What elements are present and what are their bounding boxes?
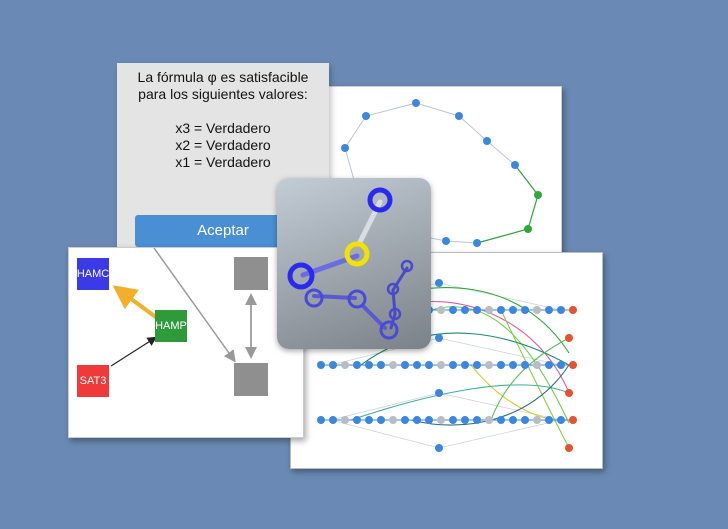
- assignment-x2: x2 = Verdadero: [175, 137, 271, 153]
- sat-graph-node: [317, 416, 325, 424]
- dialog-message-line: para los siguientes valores:: [138, 86, 308, 102]
- sat-graph-node: [365, 416, 373, 424]
- sat-graph-node: [521, 416, 529, 424]
- sat-graph-node: [341, 361, 349, 369]
- node-hamc-label: HAMC: [76, 268, 110, 280]
- sat-graph-node: [569, 306, 577, 314]
- node-hamc[interactable]: HAMC: [77, 258, 109, 290]
- node-sat3-label: SAT3: [79, 375, 107, 387]
- sat-graph-node: [435, 389, 443, 397]
- sat-graph-node: [437, 361, 445, 369]
- arrow-grey-diagonal: [153, 248, 236, 363]
- sat-graph-node: [353, 361, 361, 369]
- assignment-x1: x1 = Verdadero: [175, 154, 271, 170]
- sat-graph-node: [509, 416, 517, 424]
- reduction-arrows: [110, 248, 257, 367]
- graph-node: [341, 144, 349, 152]
- sat-graph-node: [565, 444, 573, 452]
- reduction-diagram-window: HAMC HAMP SAT3: [68, 247, 304, 438]
- sat-graph-node: [545, 361, 553, 369]
- sat-graph-node: [545, 306, 553, 314]
- cycle-graph-path-green: [476, 164, 539, 244]
- sat-graph-node: [485, 361, 493, 369]
- graph-node: [473, 239, 481, 247]
- node-hamp[interactable]: HAMP: [155, 310, 187, 342]
- sat-graph-node: [449, 361, 457, 369]
- sat-graph-node: [329, 361, 337, 369]
- sat-graph-node: [569, 361, 577, 369]
- sat-graph-node: [435, 444, 443, 452]
- grey-node-bottom: [234, 363, 268, 396]
- graph-node-green: [534, 191, 542, 199]
- sat-graph-node: [557, 306, 565, 314]
- assignment-list: x3 = Verdadero x2 = Verdadero x1 = Verda…: [117, 120, 329, 171]
- graph-node-green: [524, 225, 532, 233]
- graph-node: [455, 112, 463, 120]
- sat-graph-node: [521, 306, 529, 314]
- sat-graph-node: [401, 416, 409, 424]
- sat-graph-node: [557, 361, 565, 369]
- sat-graph-node: [533, 416, 541, 424]
- sat-graph-node: [509, 306, 517, 314]
- sat-graph-node: [413, 361, 421, 369]
- sat-graph-node: [449, 306, 457, 314]
- sat-graph-node: [557, 416, 565, 424]
- sat-graph-node: [473, 416, 481, 424]
- graph-node: [362, 112, 370, 120]
- sat-graph-node: [435, 334, 443, 342]
- sat-graph-node: [435, 279, 443, 287]
- sat-graph-node: [437, 306, 445, 314]
- grey-node-top: [234, 257, 268, 290]
- node-hamp-label: HAMP: [155, 320, 187, 332]
- assignment-x3: x3 = Verdadero: [175, 120, 271, 136]
- sat-graph-node: [425, 361, 433, 369]
- sat-graph-node: [413, 416, 421, 424]
- sat-graph-node: [497, 306, 505, 314]
- dialog-message: La fórmula φ es satisfacible para los si…: [117, 69, 329, 103]
- sat-graph-node: [569, 416, 577, 424]
- graph-node: [412, 99, 420, 107]
- sat-graph-node: [317, 361, 325, 369]
- sat-graph-node: [389, 361, 397, 369]
- arrow-sat3-hamp: [110, 336, 158, 367]
- sat-graph-node: [365, 361, 373, 369]
- sat-graph-node: [425, 416, 433, 424]
- sat-graph-node: [565, 334, 573, 342]
- sat-graph-node: [461, 306, 469, 314]
- sat-graph-node: [461, 416, 469, 424]
- sat-graph-node: [565, 389, 573, 397]
- sat-graph-node: [521, 361, 529, 369]
- sat-graph-node: [485, 306, 493, 314]
- sat-graph-node: [437, 416, 445, 424]
- sat-graph-node: [473, 361, 481, 369]
- sat-graph-node: [497, 361, 505, 369]
- sat-graph-node: [353, 416, 361, 424]
- sat-graph-node: [461, 361, 469, 369]
- cycle-graph-canvas: [341, 99, 542, 247]
- sat-graph-node: [377, 361, 385, 369]
- dialog-message-line: La fórmula φ es satisfacible: [137, 69, 309, 85]
- graph-node: [511, 161, 519, 169]
- sat-graph-node: [449, 416, 457, 424]
- sat-graph-node: [533, 361, 541, 369]
- sat-graph-node: [497, 416, 505, 424]
- sat-graph-node: [509, 361, 517, 369]
- sat-graph-node: [389, 416, 397, 424]
- graph-node: [483, 137, 491, 145]
- sat-graph-node: [533, 306, 541, 314]
- cycle-graph-edges-left: [344, 102, 417, 181]
- sat-graph-node: [485, 416, 493, 424]
- sat-graph-node: [341, 416, 349, 424]
- graph-node: [442, 237, 450, 245]
- logo-graph-icon: [287, 187, 414, 340]
- sat-graph-node: [545, 416, 553, 424]
- sat-graph-node: [401, 361, 409, 369]
- sat-graph-node: [329, 416, 337, 424]
- sat-graph-node: [377, 416, 385, 424]
- arrow-hamp-hamc: [112, 285, 159, 320]
- sat-graph-node: [473, 306, 481, 314]
- node-sat3[interactable]: SAT3: [77, 365, 109, 397]
- app-logo: [277, 178, 431, 349]
